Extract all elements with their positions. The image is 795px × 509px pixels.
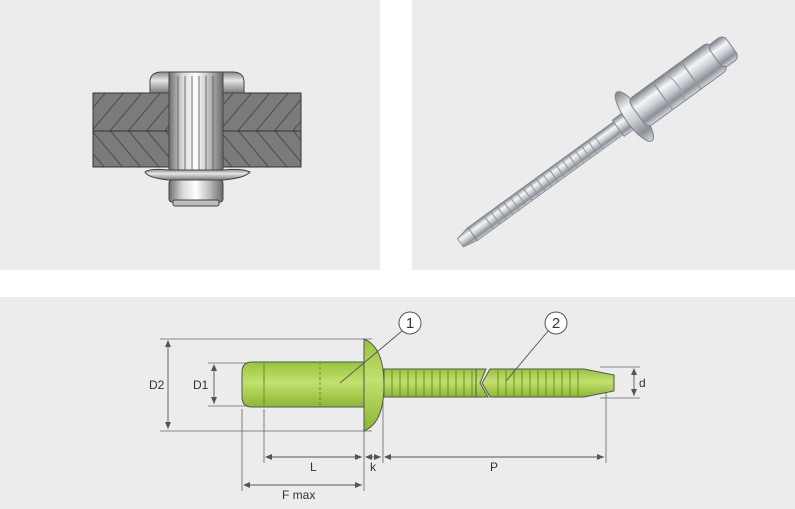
- mandrel-shaft: [467, 121, 624, 242]
- plate-top-right: [222, 92, 302, 132]
- callout-1: 1: [339, 311, 422, 384]
- rivet-dimension-drawing: D2 D1 d L k P F max 1 2: [149, 311, 646, 502]
- cross-section-panel: [0, 0, 380, 270]
- plate-top-left: [92, 92, 170, 132]
- label-d: d: [639, 376, 646, 390]
- callout-2-label: 2: [552, 315, 560, 332]
- rivet-photo-panel: [412, 0, 795, 270]
- rivet-collar: [144, 168, 251, 181]
- rivet-cross-section-icon: [92, 71, 302, 207]
- rivet-body-green: [241, 361, 365, 408]
- rivet-sleeve: [168, 71, 224, 181]
- label-f-max: F max: [282, 488, 315, 502]
- dimension-drawing-panel: D2 D1 d L k P F max 1 2: [0, 297, 795, 509]
- plate-bottom-right: [222, 130, 302, 168]
- label-l: L: [310, 460, 317, 474]
- mandrel-tail: [168, 179, 224, 203]
- label-p: P: [490, 460, 498, 474]
- mandrel-green: [383, 368, 615, 398]
- label-d1: D1: [193, 378, 209, 392]
- label-k: k: [370, 460, 377, 474]
- rivet-head-green: [363, 338, 385, 432]
- callout-2: 2: [505, 311, 568, 382]
- label-d2: D2: [149, 378, 165, 392]
- plate-bottom-left: [92, 130, 170, 168]
- blind-rivet-photo-icon: [456, 36, 738, 248]
- callout-1-label: 1: [406, 315, 414, 332]
